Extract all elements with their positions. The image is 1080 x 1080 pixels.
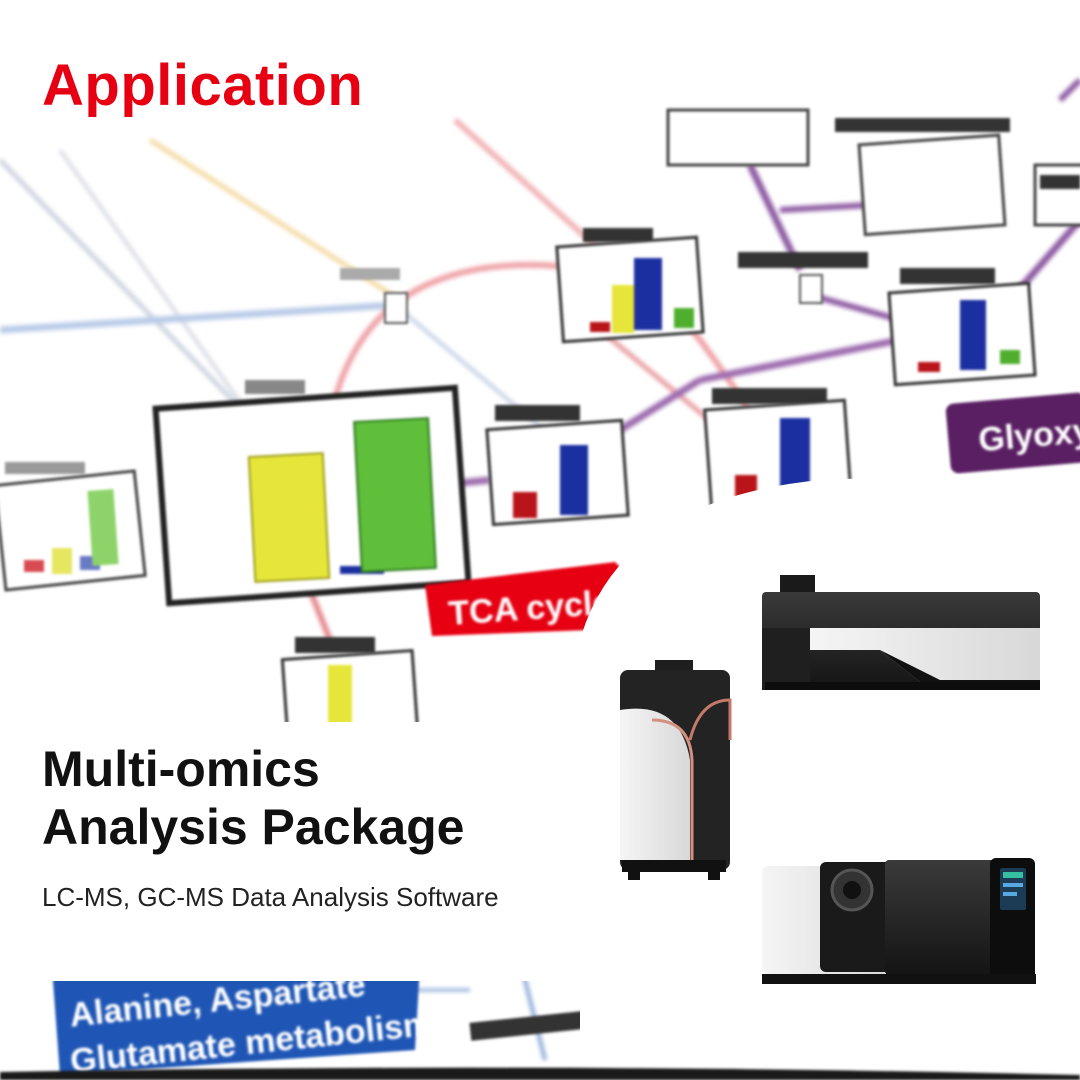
mini-chart-left bbox=[0, 469, 147, 592]
glyoxylate-text: Glyoxy bbox=[977, 412, 1080, 460]
product-title: Multi-omics Analysis Package bbox=[42, 740, 465, 856]
mini-chart-citric bbox=[555, 235, 705, 344]
pathway-nodes bbox=[5, 108, 1080, 1041]
gcms-instrument-icon bbox=[762, 858, 1036, 984]
alanine-metabolism-label bbox=[52, 965, 420, 1075]
glyoxylate-label bbox=[945, 392, 1080, 474]
title-panel bbox=[0, 722, 610, 965]
lcms-instrument-icon bbox=[762, 575, 1040, 690]
bottom-strip bbox=[0, 1067, 1080, 1080]
mini-chart-glyoxylic-1 bbox=[887, 281, 1037, 387]
category-label: Application bbox=[42, 53, 364, 118]
product-title-line2: Analysis Package bbox=[42, 799, 465, 855]
lcms-tower-instrument-icon bbox=[620, 660, 732, 880]
product-title-line1: Multi-omics bbox=[42, 741, 320, 797]
product-subtitle: LC-MS, GC-MS Data Analysis Software bbox=[42, 882, 499, 912]
main-chart-malic bbox=[152, 384, 472, 607]
tca-cycle-label bbox=[425, 562, 628, 636]
mini-chart-glyoxylic-2 bbox=[485, 418, 630, 527]
